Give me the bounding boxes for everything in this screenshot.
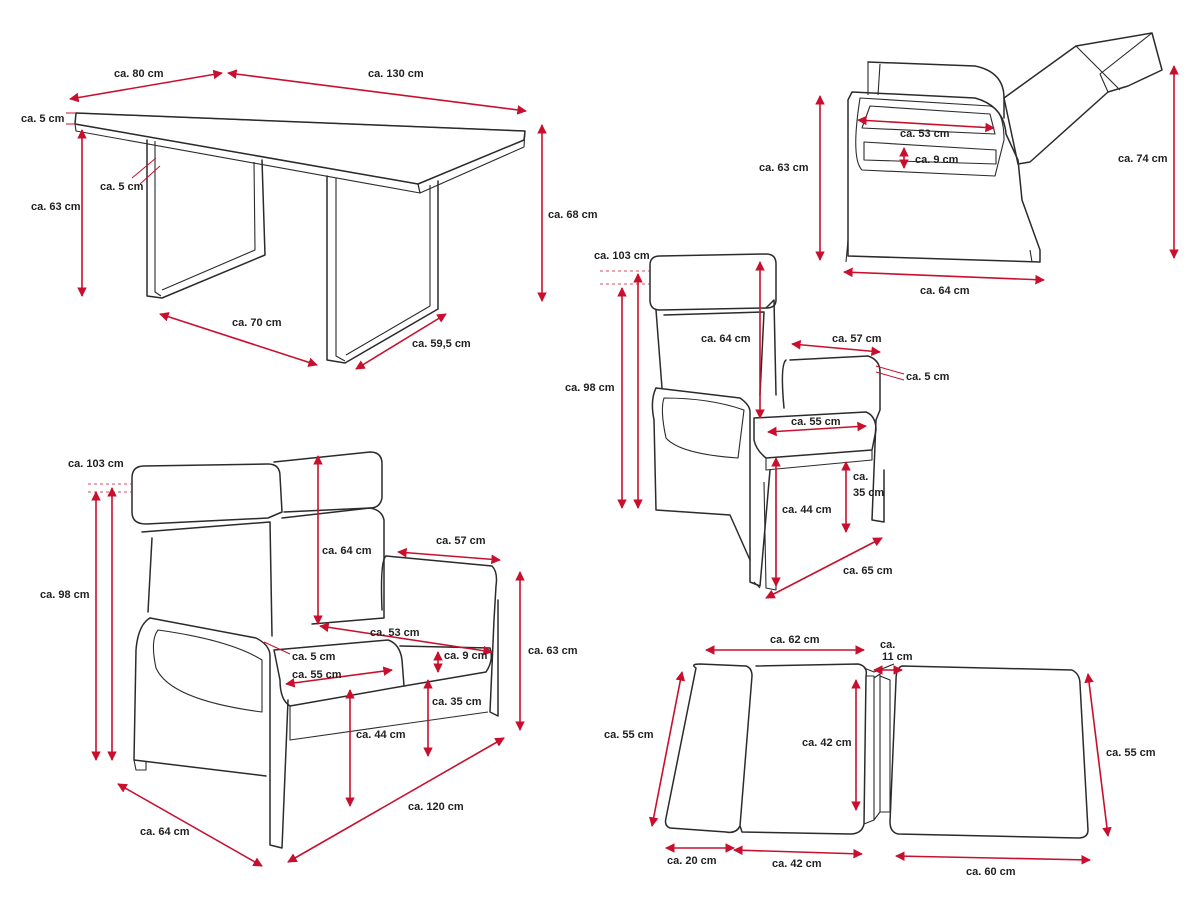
sofa-seat-depth-label: ca. 53 cm <box>370 627 420 639</box>
sofa-depth-label: ca. 64 cm <box>140 826 190 838</box>
table-dimensions: ca. 80 cm ca. 130 cm ca. 5 cm ca. 5 cm c… <box>21 68 598 370</box>
armchair-seat-width-label: ca. 55 cm <box>791 416 841 428</box>
table-depth-top-label: ca. 80 cm <box>114 68 164 80</box>
sofa-arm-height-label: ca. 63 cm <box>528 645 578 657</box>
table-total-height-label: ca. 68 cm <box>548 209 598 221</box>
recliner-cushion-thickness-label: ca. 9 cm <box>915 154 959 166</box>
recliner-dimensions: ca. 53 cm ca. 9 cm ca. 63 cm ca. 74 cm c… <box>759 65 1179 297</box>
armchair-depth-label: ca. 65 cm <box>843 565 893 577</box>
recliner-drawing <box>845 32 1163 263</box>
table-top-thickness-label: ca. 5 cm <box>21 113 65 125</box>
armchair-armrest-width-label: ca. 5 cm <box>906 371 950 383</box>
armchair-seat-to-ground-value: 35 cm <box>853 487 884 499</box>
recliner-total-height-label: ca. 74 cm <box>1118 153 1168 165</box>
table-leg-span-label: ca. 70 cm <box>232 317 282 329</box>
cushion-inner-height-label: ca. 42 cm <box>802 737 852 749</box>
armchair-armrest-length-label: ca. 57 cm <box>832 333 882 345</box>
recliner-arm-height-label: ca. 63 cm <box>759 162 809 174</box>
table-leg-height-label: ca. 63 cm <box>31 201 81 213</box>
cushion-height-right-label: ca. 55 cm <box>1106 747 1156 759</box>
cushion-right-part-label: ca. 60 cm <box>966 866 1016 878</box>
table-length-label: ca. 130 cm <box>368 68 424 80</box>
sofa-length-label: ca. 120 cm <box>408 801 464 813</box>
armchair-dimensions: ca. 103 cm ca. 98 cm ca. 64 cm ca. 57 cm… <box>565 250 950 599</box>
sofa-backrest-height-label: ca. 64 cm <box>322 545 372 557</box>
sofa-seat-width-label: ca. 55 cm <box>292 669 342 681</box>
armchair-seat-height-label: ca. 44 cm <box>782 504 832 516</box>
sofa-dimensions: ca. 103 cm ca. 98 cm ca. 64 cm ca. 57 cm… <box>40 455 578 867</box>
sofa-seat-height-label: ca. 44 cm <box>356 729 406 741</box>
sofa-back-height-label: ca. 98 cm <box>40 589 90 601</box>
recliner-width-label: ca. 64 cm <box>920 285 970 297</box>
cushion-drawing <box>664 663 1089 839</box>
sofa-drawing <box>131 451 499 849</box>
cushion-left-part-label: ca. 20 cm <box>667 855 717 867</box>
cushion-gap-value: 11 cm <box>882 651 913 663</box>
sofa-armrest-width-label: ca. 5 cm <box>292 651 336 663</box>
cushion-middle-part-label: ca. 42 cm <box>772 858 822 870</box>
table-leg-depth-label: ca. 59,5 cm <box>412 338 471 350</box>
cushion-total-width-label: ca. 62 cm <box>770 634 820 646</box>
armchair-backrest-height-label: ca. 64 cm <box>701 333 751 345</box>
table-leg-width-label: ca. 5 cm <box>100 181 144 193</box>
armchair-total-height-label: ca. 103 cm <box>594 250 650 262</box>
armchair-seat-to-ground-label: ca. <box>853 471 868 483</box>
recliner-seat-width-label: ca. 53 cm <box>900 128 950 140</box>
table-drawing <box>74 112 526 364</box>
cushion-dimensions: ca. 62 cm ca. 11 cm ca. 55 cm ca. 42 cm … <box>604 634 1156 878</box>
sofa-seat-to-ground-label: ca. 35 cm <box>432 696 482 708</box>
armchair-drawing <box>649 253 885 591</box>
sofa-cushion-thickness-label: ca. 9 cm <box>444 650 488 662</box>
cushion-gap-label: ca. <box>880 639 895 651</box>
sofa-armrest-length-label: ca. 57 cm <box>436 535 486 547</box>
sofa-total-height-label: ca. 103 cm <box>68 458 124 470</box>
cushion-height-left-label: ca. 55 cm <box>604 729 654 741</box>
armchair-back-height-label: ca. 98 cm <box>565 382 615 394</box>
